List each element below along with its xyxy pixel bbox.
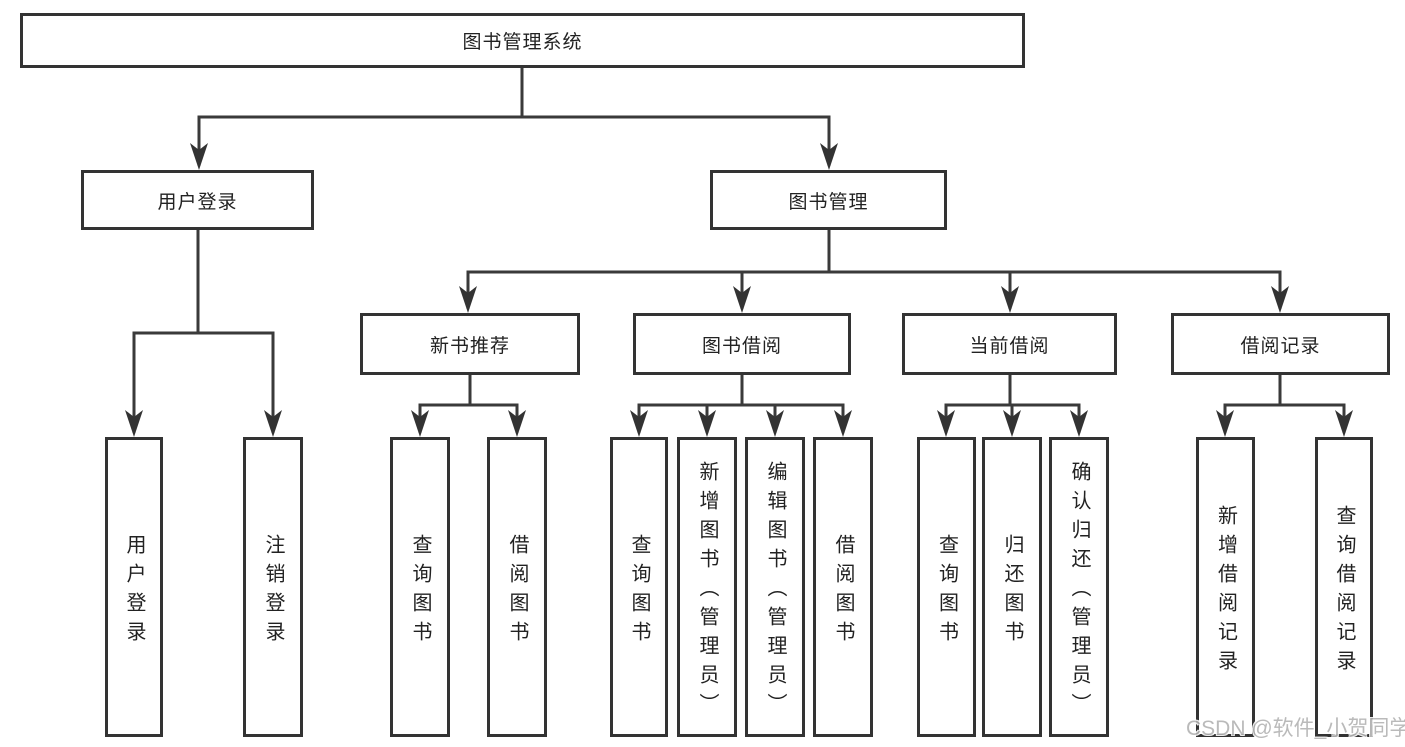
node-book-management: 图书管理 (710, 170, 947, 230)
node-label: 用户登录 (157, 191, 238, 213)
leaf-logout: 注销登录 (243, 437, 303, 737)
leaf-query-books-1: 查询图书 (390, 437, 450, 737)
node-label: 查询图书 (935, 533, 958, 650)
connector-group (132, 68, 1346, 433)
node-book-borrow: 图书借阅 (633, 313, 851, 375)
node-label: 确认归还（管理员） (1068, 461, 1090, 722)
node-label: 借阅记录 (1240, 335, 1321, 357)
leaf-confirm-return-admin: 确认归还（管理员） (1049, 437, 1109, 737)
node-label: 查询图书 (409, 533, 431, 650)
node-label: 归还图书 (1001, 533, 1023, 650)
node-label: 用户登录 (123, 533, 145, 650)
leaf-query-books-2: 查询图书 (610, 437, 668, 737)
node-label: 查询借阅记录 (1333, 504, 1355, 679)
node-label: 查询图书 (628, 533, 650, 650)
node-label: 借阅图书 (506, 533, 528, 650)
node-new-book-recommend: 新书推荐 (360, 313, 580, 375)
node-label: 新书推荐 (429, 335, 510, 357)
node-user-login: 用户登录 (81, 170, 314, 230)
arrowheads (125, 143, 1353, 437)
leaf-query-books-3: 查询图书 (917, 437, 976, 737)
node-label: 新增借阅记录 (1214, 504, 1237, 679)
leaf-return-books: 归还图书 (982, 437, 1042, 737)
leaf-edit-books-admin: 编辑图书（管理员） (745, 437, 805, 737)
node-label: 图书管理 (788, 191, 869, 213)
leaf-borrow-books-1: 借阅图书 (487, 437, 547, 737)
node-label: 新增图书（管理员） (696, 461, 718, 722)
leaf-add-books-admin: 新增图书（管理员） (677, 437, 737, 737)
leaf-add-borrow-record: 新增借阅记录 (1196, 437, 1255, 737)
node-label: 注销登录 (262, 533, 284, 650)
node-label: 当前借阅 (969, 335, 1050, 357)
node-current-borrow: 当前借阅 (902, 313, 1117, 375)
leaf-borrow-books-2: 借阅图书 (813, 437, 873, 737)
node-label: 借阅图书 (832, 533, 854, 650)
csdn-watermark: CSDN @软件_小贺同学 (1186, 717, 1405, 740)
node-label: 编辑图书（管理员） (764, 461, 786, 722)
leaf-user-login: 用户登录 (105, 437, 163, 737)
leaf-query-borrow-record: 查询借阅记录 (1315, 437, 1373, 737)
node-library-system: 图书管理系统 (20, 13, 1025, 68)
node-label: 图书借阅 (701, 335, 782, 357)
node-label: 图书管理系统 (462, 32, 583, 53)
node-borrow-records: 借阅记录 (1171, 313, 1390, 375)
